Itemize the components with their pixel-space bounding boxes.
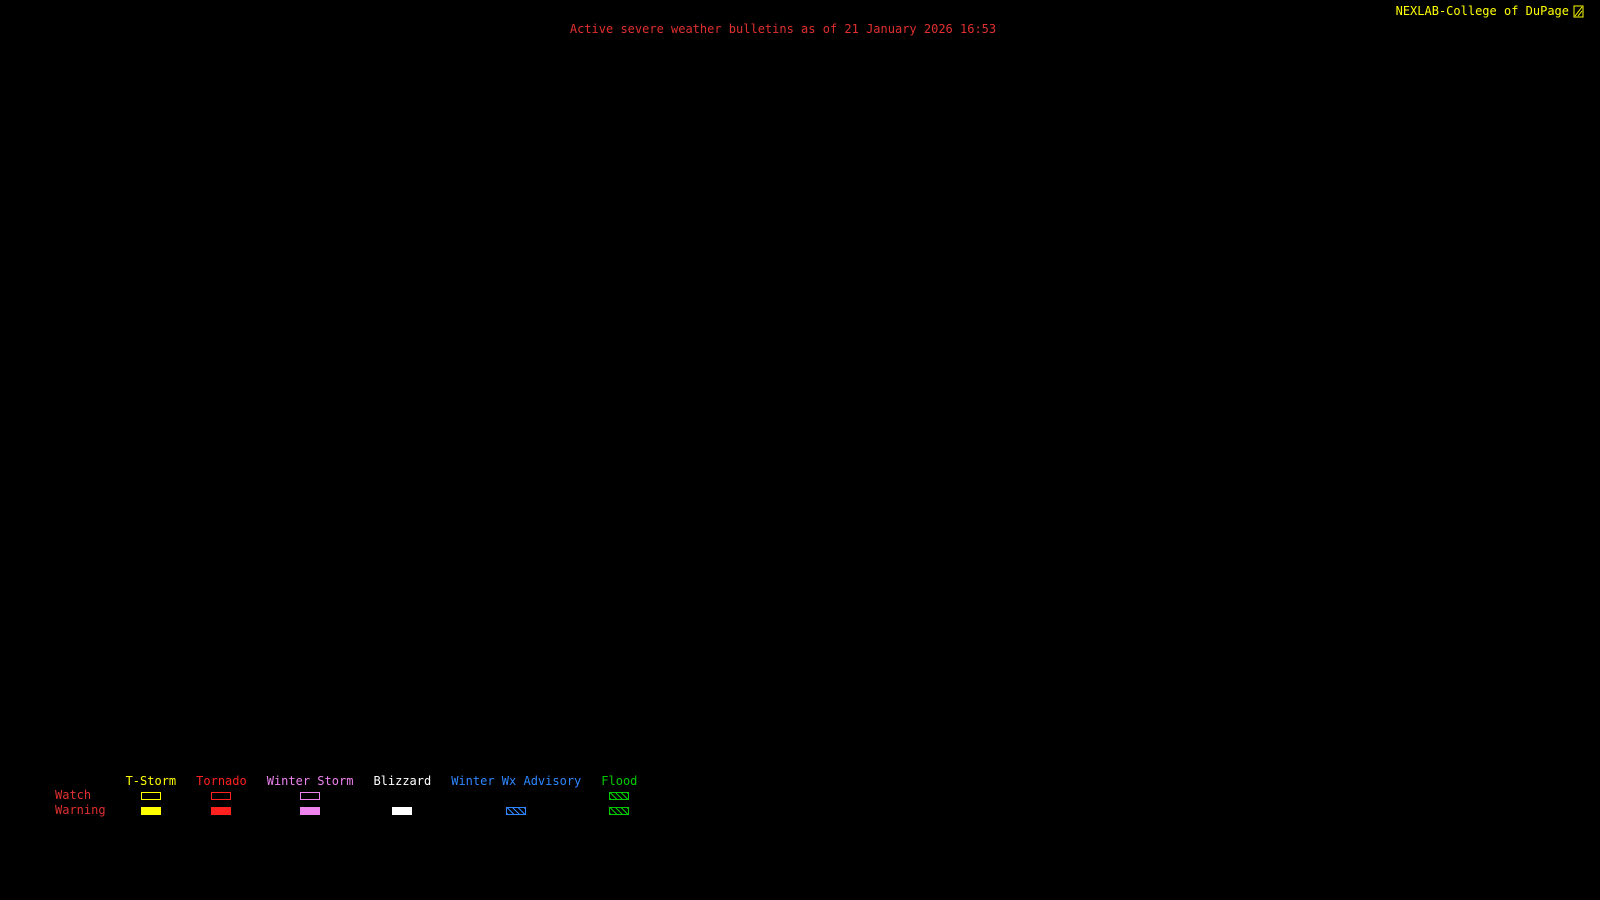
tornado-watch-box [211, 791, 232, 800]
t-storm-warning-box [140, 806, 161, 815]
legend-column-label: Winter Storm [266, 774, 354, 788]
legend-column-flood: Flood [601, 774, 637, 818]
legend: Watch Warning T-Storm Tornado Winter Storm… [55, 774, 637, 818]
legend-column-label: T-Storm [125, 774, 177, 788]
legend-column-label: Blizzard [373, 774, 432, 788]
legend-warning-row [300, 803, 321, 818]
legend-watch-row [300, 788, 321, 803]
brand: NEXLAB-College of DuPage [1396, 4, 1584, 18]
legend-watch-row [211, 788, 232, 803]
legend-row-labels: Watch Warning [55, 788, 106, 818]
legend-columns: T-Storm Tornado Winter Storm Blizzard Winter… [125, 774, 637, 818]
winter-storm-watch-box [300, 791, 321, 800]
legend-warning-row [140, 803, 161, 818]
nexlab-logo-icon [1573, 5, 1584, 18]
legend-column-label: Tornado [196, 774, 247, 788]
legend-column-blizzard: Blizzard [373, 774, 431, 818]
legend-watch-row [609, 788, 630, 803]
legend-warning-row [609, 803, 630, 818]
blizzard-warning-box [392, 806, 413, 815]
page-title: Active severe weather bulletins as of 21… [569, 22, 997, 36]
legend-watch-row [392, 788, 412, 803]
flood-warning-box [609, 806, 630, 815]
legend-column-label: Winter Wx Advisory [451, 774, 582, 788]
legend-warning-row [506, 803, 527, 818]
winter-wx-advisory-warning-box [506, 806, 527, 815]
winter-storm-warning-box [300, 806, 321, 815]
legend-column-winter-wx-advisory: Winter Wx Advisory [451, 774, 581, 818]
legend-watch-label: Watch [55, 788, 92, 802]
brand-text: NEXLAB-College of DuPage [1395, 4, 1569, 18]
flood-watch-box [609, 791, 630, 800]
tornado-warning-box [211, 806, 232, 815]
legend-column-tornado: Tornado [196, 774, 247, 818]
legend-column-winter-storm: Winter Storm [266, 774, 354, 818]
legend-watch-row [506, 788, 526, 803]
legend-warning-label: Warning [55, 803, 106, 817]
legend-warning-row [392, 803, 413, 818]
legend-warning-row [211, 803, 232, 818]
legend-column-label: Flood [601, 774, 638, 788]
legend-column-t-storm: T-Storm [125, 774, 177, 818]
legend-watch-row [140, 788, 161, 803]
t-storm-watch-box [140, 791, 161, 800]
